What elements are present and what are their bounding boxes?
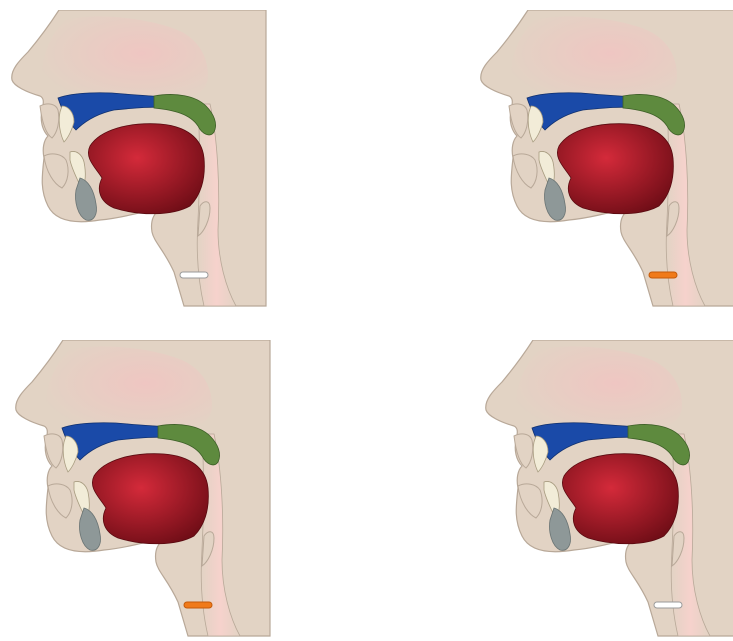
vocal-tract-svg-1 [4,10,269,310]
vocal-tract-panel-2 [473,10,733,310]
tongue [562,454,678,544]
tongue [92,454,208,544]
upper-lip [514,434,533,468]
upper-lip [44,434,63,468]
vocal-folds-open [654,602,682,608]
vocal-folds-open [180,272,208,278]
upper-lip [40,104,59,138]
vocal-folds-closed [649,272,677,278]
tongue [88,124,204,214]
vocal-tract-svg-3 [8,340,273,640]
vocal-tract-svg-2 [473,10,733,310]
vocal-tract-panel-1 [4,10,269,310]
vocal-tract-panel-4 [478,340,733,640]
vocal-tract-svg-4 [478,340,733,640]
vocal-folds-closed [184,602,212,608]
tongue [557,124,673,214]
upper-lip [509,104,528,138]
vocal-tract-panel-3 [8,340,273,640]
